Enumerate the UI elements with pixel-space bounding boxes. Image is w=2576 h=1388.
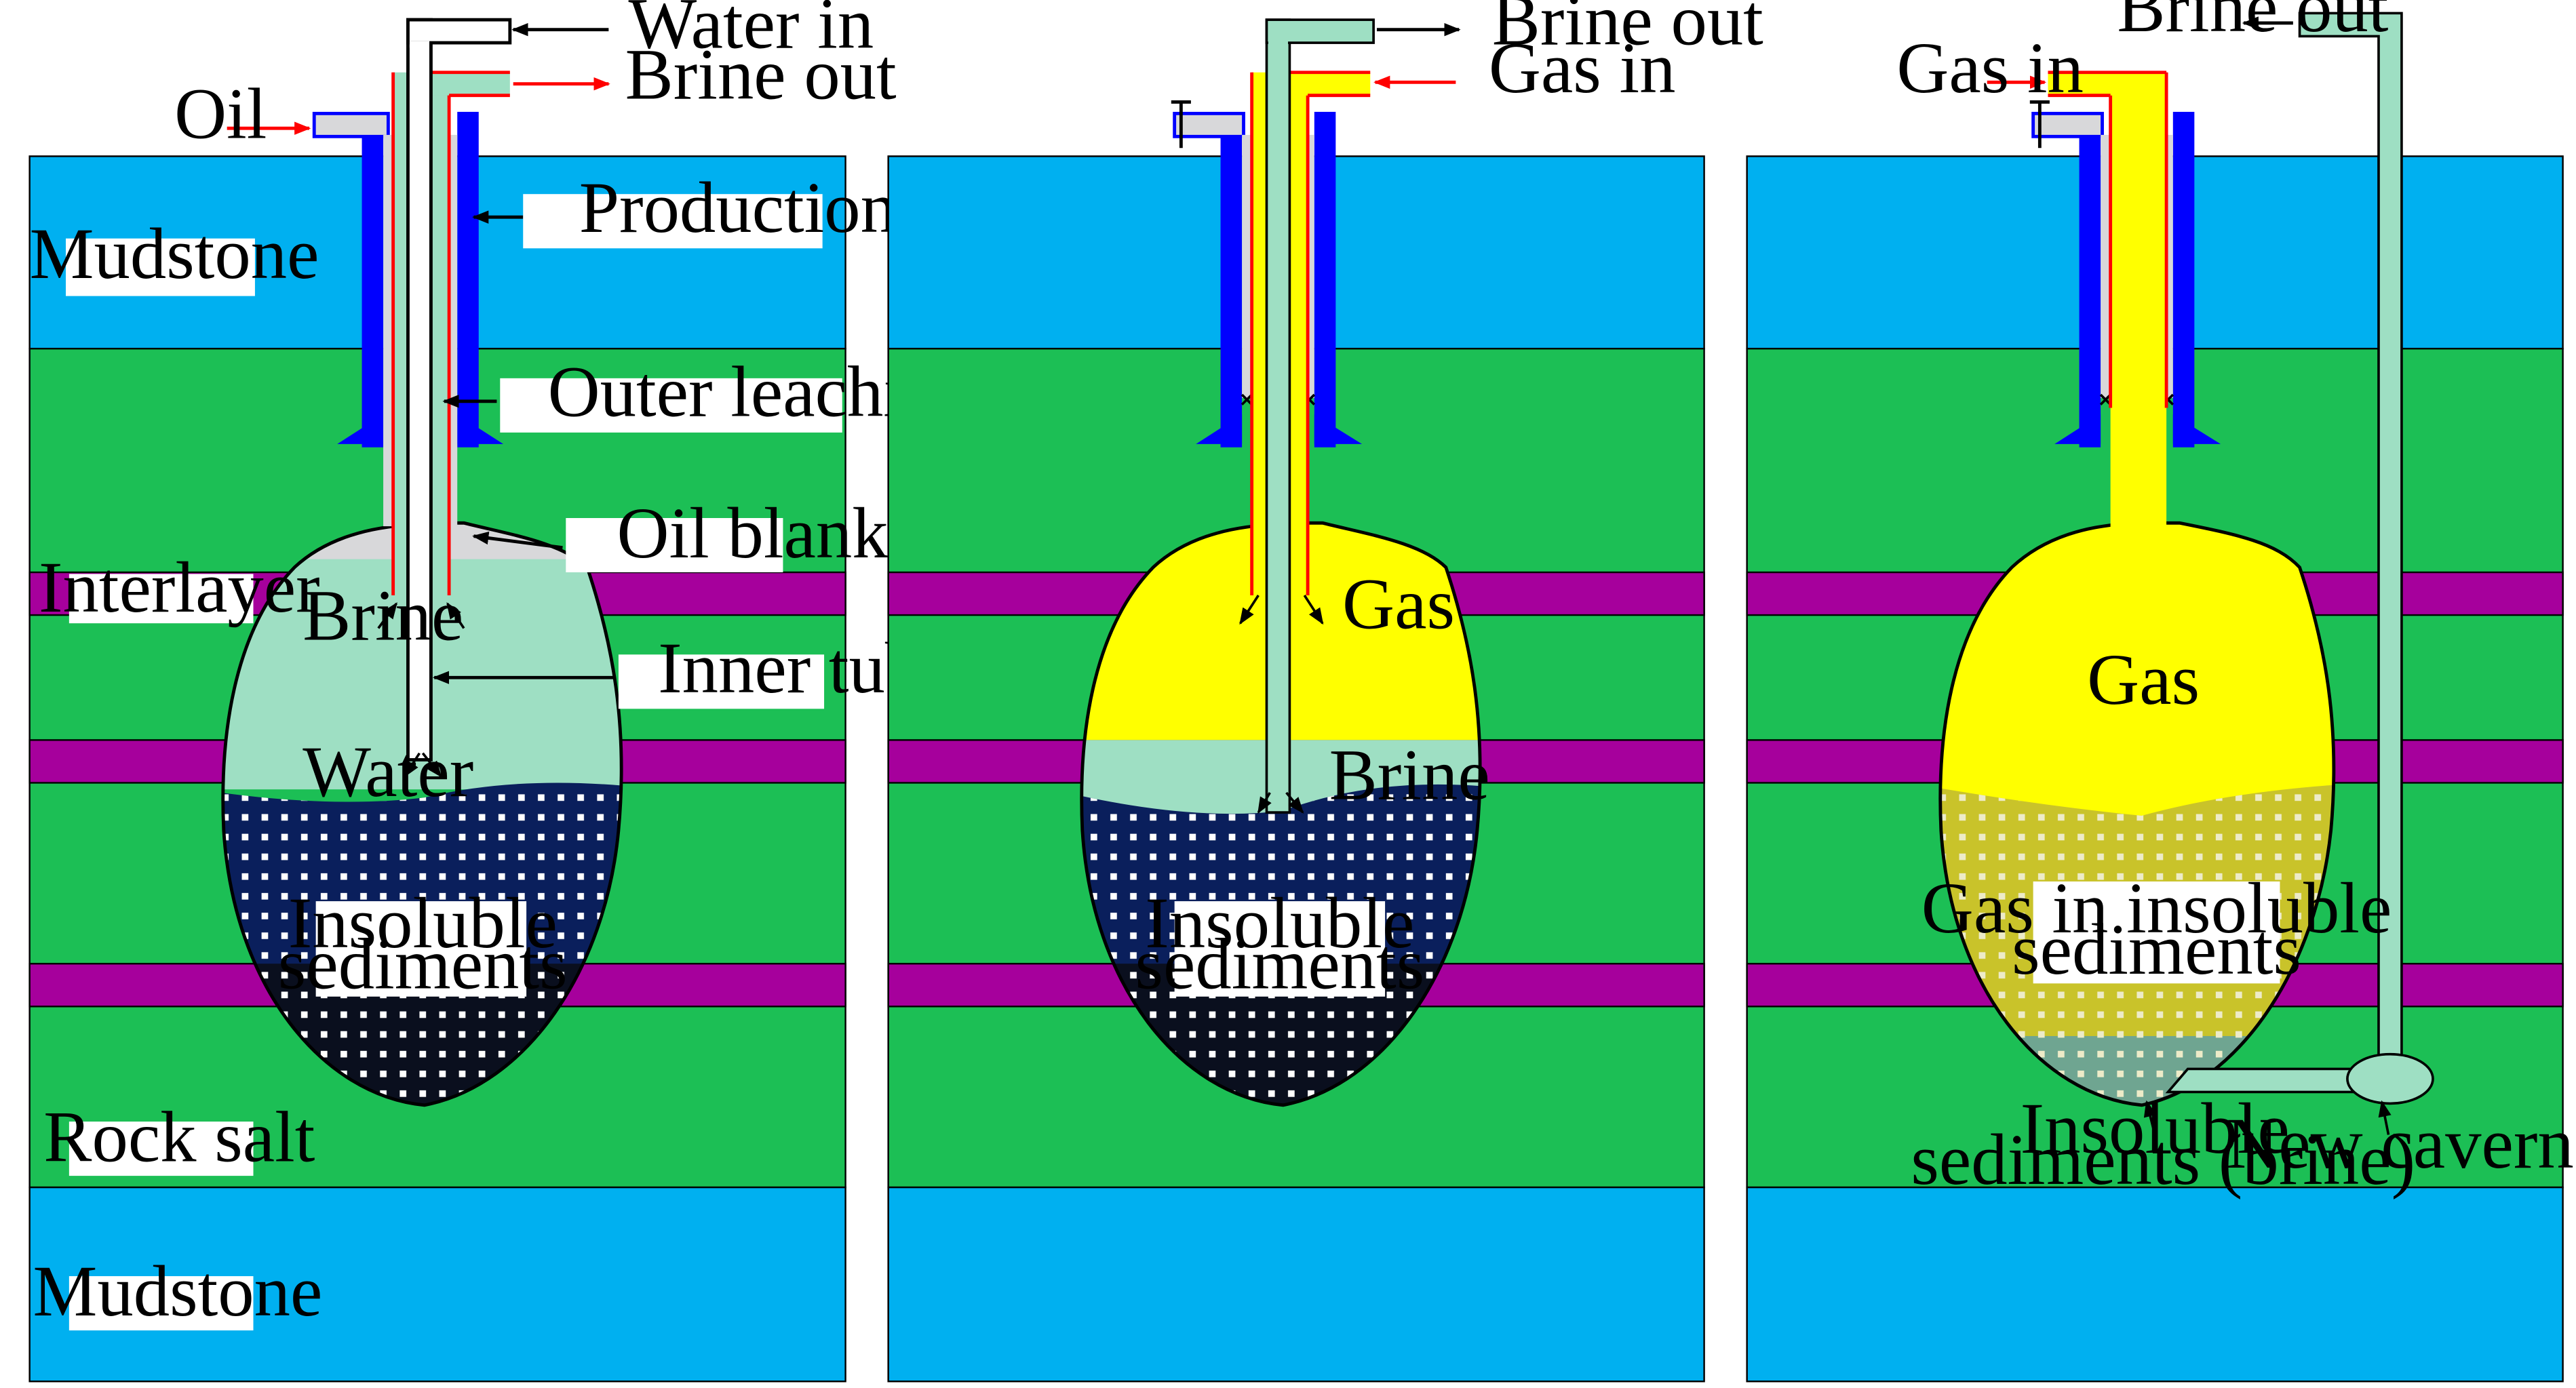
oil-blanket-label: Oil blanket: [617, 494, 940, 574]
gas-in-sediments-label-2: sediments: [2012, 910, 2301, 990]
interlayer-label: Interlayer: [39, 548, 320, 628]
oil-label: Oil: [174, 75, 267, 155]
brine-outlet-pipe: [2165, 12, 2434, 1105]
panel-2-debrining: Brine out Gas in Gas Brine Insoluble sed…: [887, 0, 1763, 1383]
brine-out-label: Brine out: [2117, 0, 2388, 47]
gas-label: Gas: [1342, 564, 1455, 644]
new-cavern: [2346, 1052, 2434, 1105]
gas-in-label: Gas in: [1896, 28, 2084, 108]
mudstone-label-top: Mudstone: [30, 214, 319, 294]
mudstone-label-bottom: Mudstone: [33, 1252, 323, 1332]
gas-label: Gas: [2087, 640, 2200, 720]
water-in-label: Water in: [628, 0, 874, 64]
rock-salt-label: Rock salt: [43, 1097, 315, 1177]
production-casing: [1171, 100, 1363, 448]
insoluble-brine-label: Insoluble: [2021, 1089, 2290, 1169]
insoluble-sediments-label: Insoluble: [288, 884, 558, 964]
insoluble-sediments-label-2: sediments: [1135, 925, 1424, 1005]
insoluble-sediments-label-2: sediments: [278, 925, 568, 1005]
new-cavern-label: New cavern: [2226, 1104, 2573, 1184]
brine-label: Brine: [1329, 736, 1490, 816]
mudstone-layer-bottom: [887, 1186, 1705, 1383]
brine-label: Brine: [303, 576, 463, 656]
panel-3-gas-storage: Brine out Gas in Gas Gas in insoluble se…: [1746, 0, 2574, 1383]
water-label: Water: [303, 732, 473, 812]
insoluble-sediments-label: Insoluble: [1145, 884, 1414, 964]
brine-out-label: Brine out: [1492, 0, 1763, 61]
mudstone-layer-bottom: [1746, 1186, 2564, 1383]
gas-in-sediments-label: Gas in insoluble: [1921, 869, 2392, 949]
gas-in-label: Gas in: [1489, 28, 1676, 108]
inner-tubing: [406, 18, 512, 761]
insoluble-brine-label-2: sediments (brine): [1911, 1120, 2415, 1200]
gas-tubing: [2048, 71, 2168, 540]
brine-tubing: [1265, 18, 1375, 814]
brine-out-label: Brine out: [625, 35, 897, 115]
